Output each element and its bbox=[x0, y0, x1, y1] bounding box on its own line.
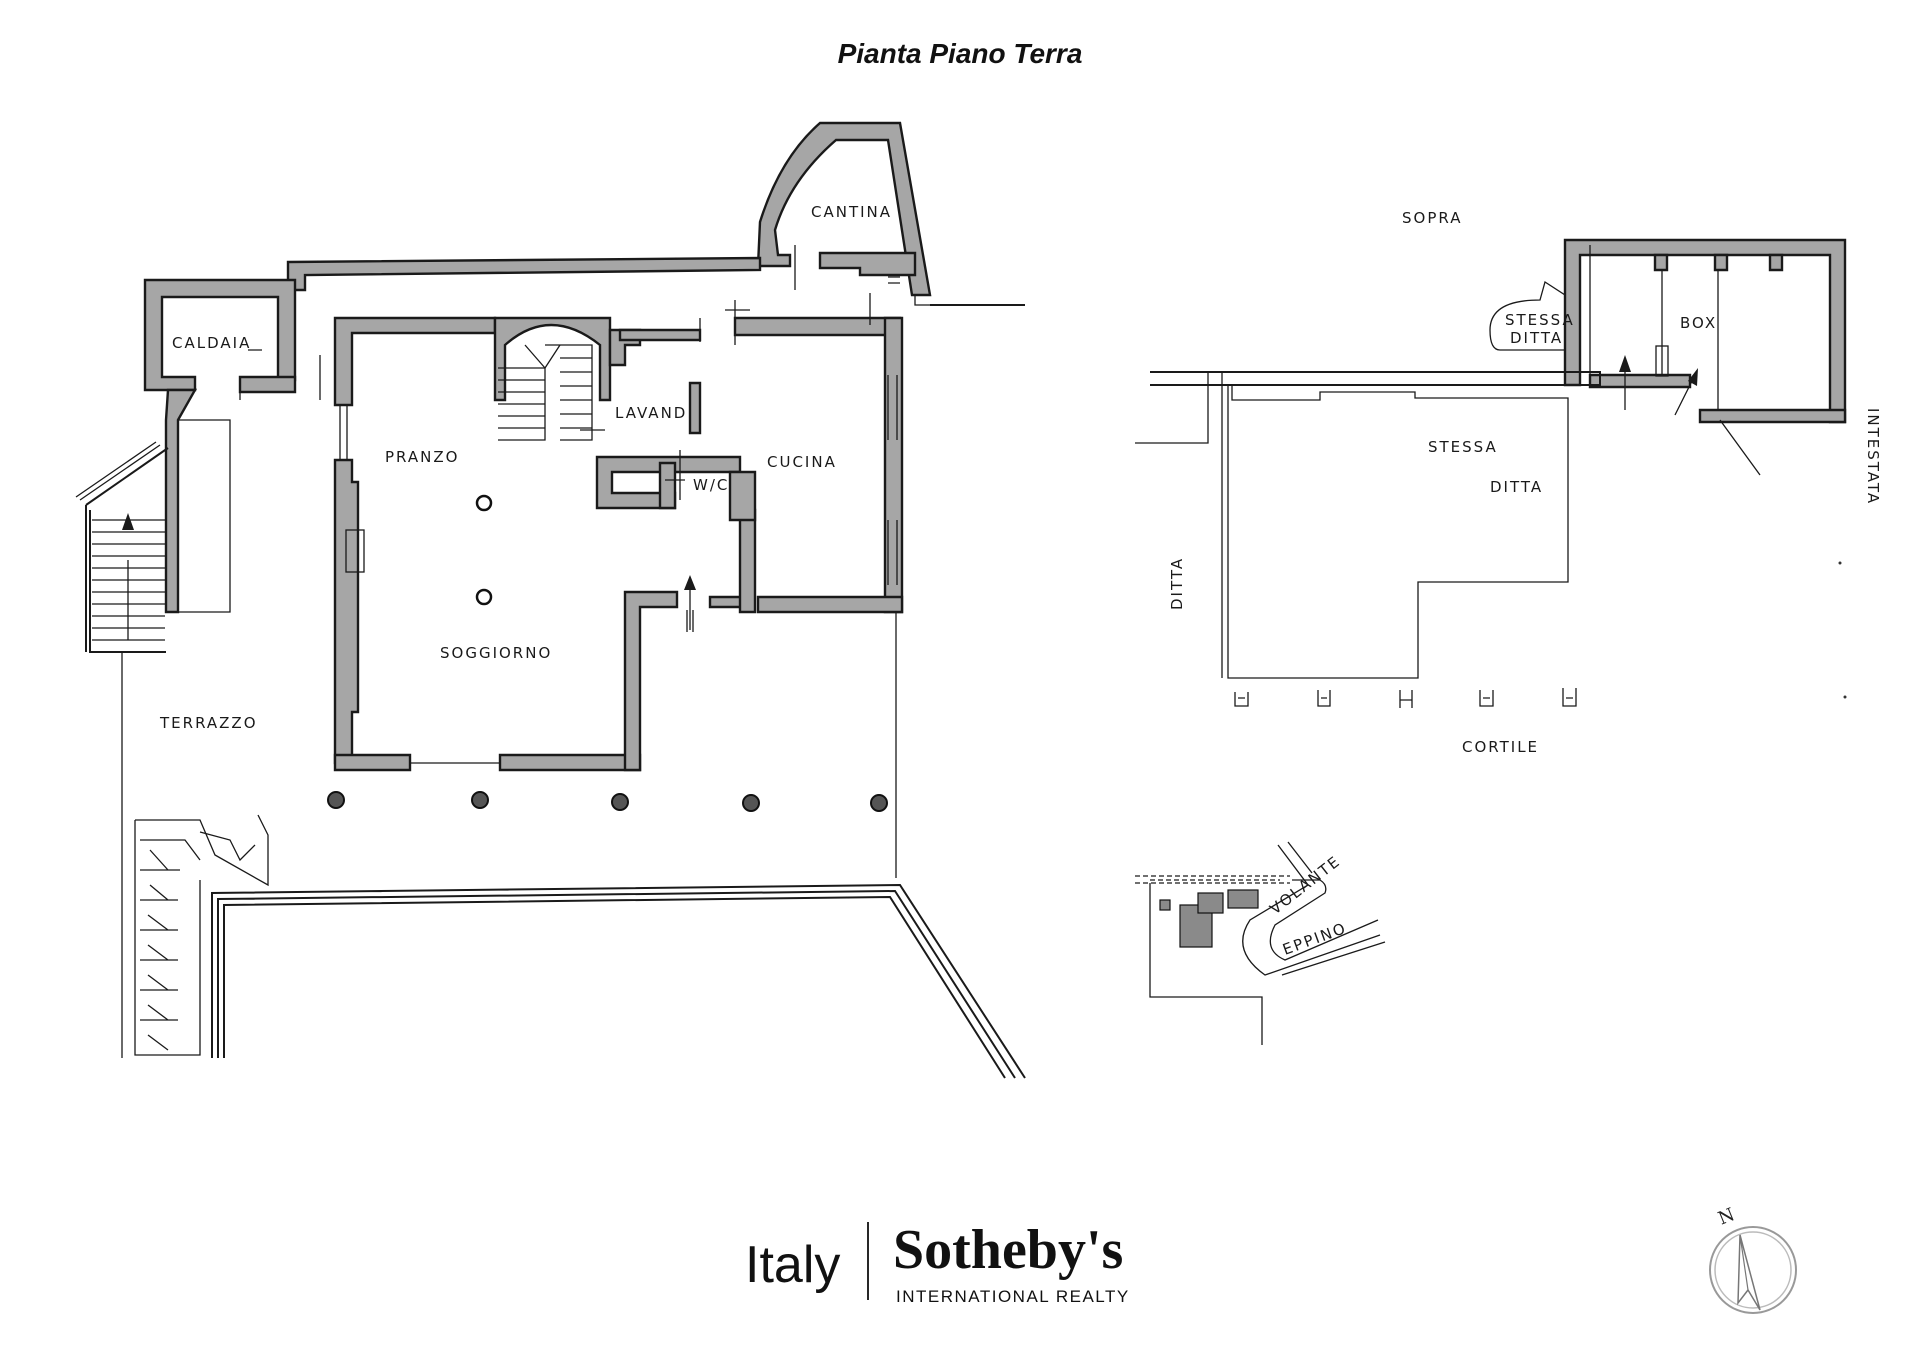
garden-wall bbox=[211, 883, 1026, 1079]
map-building-4 bbox=[1159, 899, 1171, 911]
label-stessa-small: STESSA bbox=[1505, 311, 1575, 329]
wc-east-wall bbox=[728, 470, 757, 522]
map-road-left bbox=[1149, 883, 1263, 1045]
location-map: VOLANTE EPPINO bbox=[1135, 841, 1386, 1045]
interior-stair bbox=[498, 344, 593, 441]
house-wall-south bbox=[333, 753, 412, 772]
box-wall-bottom bbox=[1698, 408, 1847, 424]
house-wall-north-left bbox=[333, 316, 497, 407]
label-ditta-left: DITTA bbox=[1168, 557, 1186, 610]
box-entry-arrows bbox=[1589, 245, 1761, 476]
logo-region: Italy bbox=[745, 1236, 840, 1294]
map-road-curve-outer bbox=[1242, 844, 1381, 976]
entrance-arrow bbox=[684, 575, 696, 632]
map-building-3 bbox=[1227, 889, 1259, 909]
label-cantina: CANTINA bbox=[811, 203, 892, 221]
window-west bbox=[339, 405, 348, 460]
site-boundary-left bbox=[1135, 372, 1209, 444]
wc-inner-wall bbox=[658, 461, 677, 510]
box-column bbox=[1655, 345, 1669, 377]
compass-ring-inner bbox=[1714, 1231, 1792, 1309]
north-wall bbox=[286, 256, 762, 292]
map-road-curve-mid bbox=[1281, 841, 1386, 976]
door-marks bbox=[239, 245, 900, 500]
wc-wall bbox=[595, 455, 742, 510]
label-lavand: LAVAND. bbox=[615, 404, 694, 422]
label-sopra: SOPRA bbox=[1402, 209, 1462, 227]
box-wall-bottom-left bbox=[1588, 373, 1692, 389]
label-soggiorno: SOGGIORNO bbox=[440, 644, 552, 662]
cantina-wall bbox=[756, 121, 932, 297]
interior-column-1 bbox=[475, 494, 493, 512]
box-divider-1 bbox=[1653, 253, 1669, 272]
house-wall-south-right bbox=[498, 753, 642, 772]
lavand-east-stub bbox=[688, 381, 702, 435]
label-terrazzo: TERRAZZO bbox=[159, 714, 258, 732]
label-ditta-center: DITTA bbox=[1490, 478, 1543, 496]
fireplace bbox=[345, 529, 365, 573]
map-road-top bbox=[1135, 875, 1290, 884]
logo-subtitle: INTERNATIONAL REALTY bbox=[896, 1287, 1130, 1306]
portico-column-2 bbox=[471, 791, 489, 809]
interior-column-2 bbox=[475, 588, 493, 606]
label-stessa: STESSA bbox=[1428, 438, 1498, 456]
house-wall-north-right bbox=[733, 316, 902, 337]
terrace-outline bbox=[121, 419, 897, 1058]
box-divider-3 bbox=[1768, 253, 1784, 272]
portico-column-1 bbox=[327, 791, 345, 809]
cucina-south-wall-2 bbox=[756, 595, 904, 614]
label-cucina: CUCINA bbox=[767, 453, 837, 471]
cantina-wall-right bbox=[818, 251, 917, 277]
main-floor-plan: CANTINA CALDAIA PRANZO LAVAND. CUCINA W/… bbox=[75, 121, 1026, 1079]
portico-column-3 bbox=[611, 793, 629, 811]
soggiorno-east-wall bbox=[623, 590, 679, 772]
north-line-ext2 bbox=[914, 295, 930, 306]
label-intestata: INTESTATA bbox=[1864, 408, 1882, 505]
stessa-ditta-small-block bbox=[1489, 280, 1566, 351]
label-ditta-small: DITTA bbox=[1510, 329, 1563, 347]
page-title: Pianta Piano Terra bbox=[837, 38, 1083, 69]
exterior-stair bbox=[75, 441, 169, 653]
caldaia-wall-bottom bbox=[238, 375, 297, 394]
label-cortile: CORTILE bbox=[1462, 738, 1539, 756]
courtyard-piers bbox=[1234, 688, 1577, 708]
north-compass: N bbox=[1709, 1204, 1797, 1314]
logo-name: Sotheby's bbox=[893, 1219, 1123, 1281]
box-divider-2 bbox=[1713, 253, 1729, 272]
site-plan: SOPRA STESSA DITTA BOX STESSA DITTA DITT… bbox=[1135, 209, 1882, 756]
dot-1 bbox=[1838, 561, 1842, 565]
dot-2 bbox=[1843, 695, 1847, 699]
label-pranzo: PRANZO bbox=[385, 448, 459, 466]
compass-north-label: N bbox=[1715, 1204, 1737, 1229]
house-wall-west bbox=[333, 458, 360, 765]
label-wc: W/C bbox=[693, 476, 729, 494]
label-map-street-2: EPPINO bbox=[1280, 919, 1349, 959]
label-box: BOX bbox=[1680, 314, 1717, 332]
map-building-2 bbox=[1197, 892, 1224, 914]
stone-steps bbox=[134, 814, 269, 1056]
site-boundary-top bbox=[1150, 371, 1601, 386]
compass-ring-outer bbox=[1709, 1226, 1797, 1314]
portico-column-5 bbox=[870, 794, 888, 812]
brand-logo: Italy Sotheby's INTERNATIONAL REALTY bbox=[745, 1219, 1130, 1306]
window-east-1 bbox=[887, 375, 898, 440]
stair-arch-wall bbox=[493, 316, 612, 402]
kitchen-west-wall bbox=[738, 508, 757, 614]
stessa-ditta-area bbox=[1227, 385, 1569, 679]
portico-column-4 bbox=[742, 794, 760, 812]
label-map-street-1: VOLANTE bbox=[1266, 852, 1344, 918]
window-east-2 bbox=[887, 520, 898, 585]
stair-side-wall bbox=[164, 388, 198, 614]
map-road-curve-inner bbox=[1269, 879, 1379, 961]
stair-arch bbox=[504, 324, 601, 346]
label-caldaia: CALDAIA bbox=[172, 334, 251, 352]
lavand-wall-divider bbox=[618, 328, 702, 342]
